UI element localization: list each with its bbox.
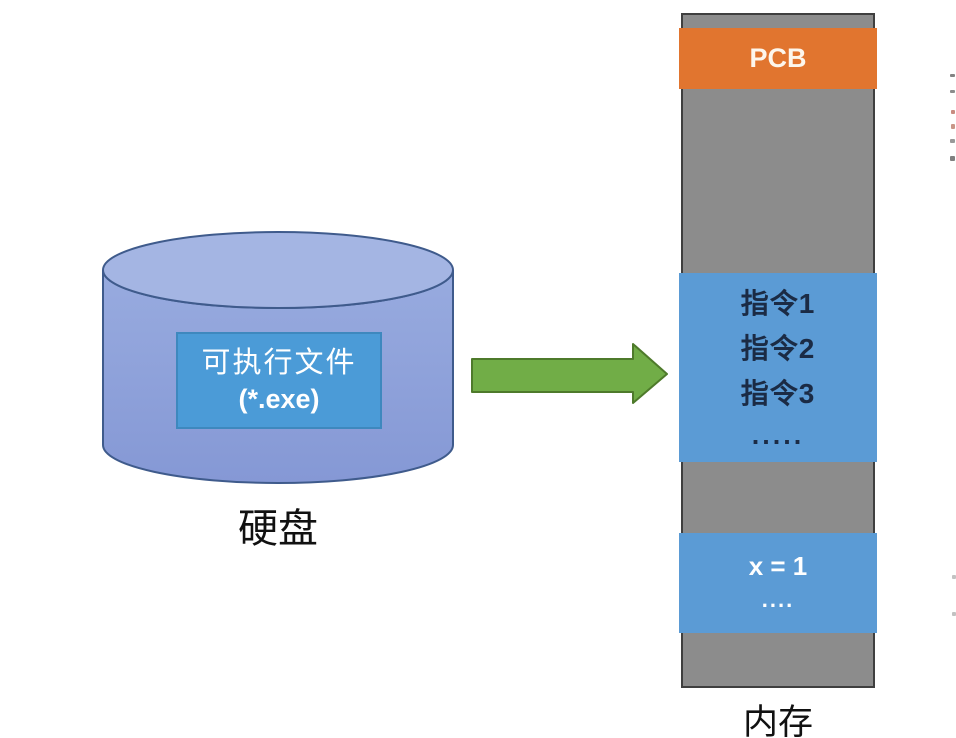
instruction-ellipsis: ..... [751,420,805,450]
data-ellipsis: .... [761,587,795,612]
text-fragment [952,612,956,616]
text-fragment [950,90,955,93]
memory-label: 内存 [742,703,813,738]
executable-file-label: 可执行文件 [201,347,357,379]
pcb-label: PCB [749,43,807,73]
disk-label: 硬盘 [238,506,318,551]
arrow-shape [471,343,668,404]
text-fragment [951,110,955,114]
disk-cylinder-top [102,231,454,309]
text-fragment [950,139,955,143]
text-fragment [950,74,955,77]
memory-segment-code: 指令1 指令2 指令3 ..... [679,273,877,462]
data-variable-line: x = 1 [748,551,808,581]
instruction-line: 指令1 [740,288,816,319]
load-arrow-icon [471,343,668,404]
text-fragment [951,124,955,129]
executable-file-extension: (*.exe) [238,384,320,414]
memory-segment-data: x = 1 .... [679,533,877,633]
memory-segment-pcb: PCB [679,28,877,89]
executable-file-box: 可执行文件 (*.exe) [176,332,382,429]
text-fragment [950,156,955,161]
instruction-line: 指令3 [740,378,816,409]
text-fragment [952,575,956,579]
instruction-line: 指令2 [740,333,816,364]
